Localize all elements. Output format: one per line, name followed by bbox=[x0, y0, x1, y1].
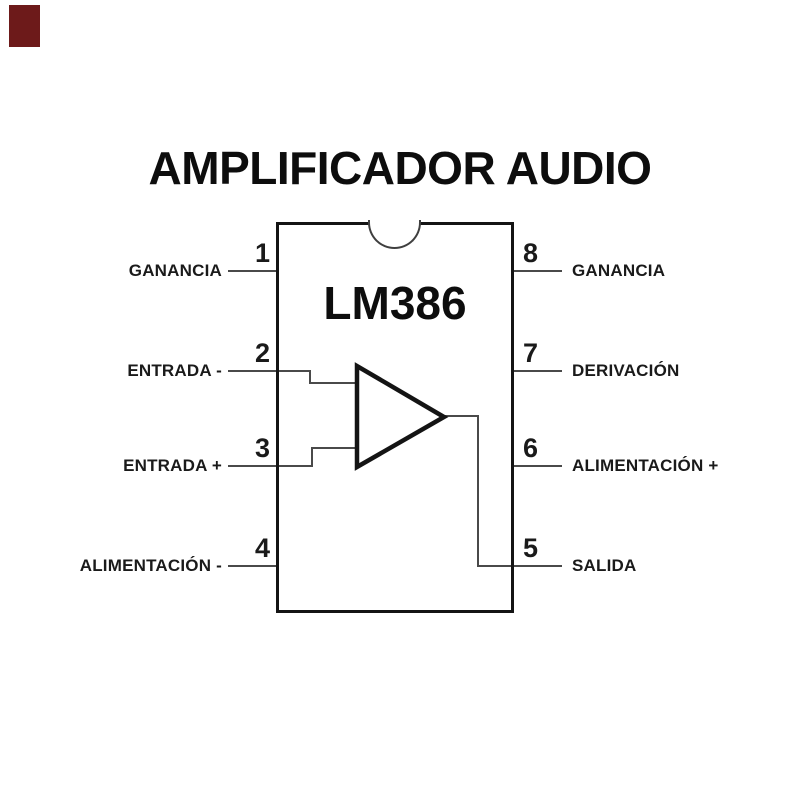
pin-line-4 bbox=[228, 565, 276, 567]
opamp-triangle-symbol bbox=[354, 362, 449, 471]
pin-line-6 bbox=[514, 465, 562, 467]
pin2-wire-step bbox=[309, 370, 311, 384]
pin3-wire-in bbox=[279, 465, 313, 467]
pin3-wire-to-opamp bbox=[311, 447, 358, 449]
pin-line-5 bbox=[514, 565, 562, 567]
pin-label-alimentacion-neg: ALIMENTACIÓN - bbox=[79, 556, 222, 575]
pin-label-ganancia-1: GANANCIA bbox=[128, 261, 222, 280]
chip-name: LM386 bbox=[323, 277, 467, 329]
pin-number-6: 6 bbox=[523, 433, 539, 463]
corner-red-square bbox=[9, 5, 40, 47]
pin-number-4: 4 bbox=[254, 533, 270, 563]
pin-line-7 bbox=[514, 370, 562, 372]
output-wire-to-pin5 bbox=[477, 565, 511, 567]
pin-number-2: 2 bbox=[254, 338, 270, 368]
pin-number-1: 1 bbox=[254, 238, 270, 268]
pin-label-entrada-neg: ENTRADA - bbox=[127, 361, 222, 380]
pin-line-2 bbox=[228, 370, 276, 372]
pin-line-8 bbox=[514, 270, 562, 272]
output-wire-horizontal bbox=[443, 415, 479, 417]
pin-number-8: 8 bbox=[523, 238, 539, 268]
output-wire-vertical bbox=[477, 415, 479, 567]
pin2-wire-in bbox=[279, 370, 311, 372]
pin-label-alimentacion-pos: ALIMENTACIÓN + bbox=[572, 456, 719, 475]
pin-label-entrada-pos: ENTRADA + bbox=[123, 456, 222, 475]
pin-line-3 bbox=[228, 465, 276, 467]
pin-label-salida: SALIDA bbox=[572, 556, 637, 575]
page-title: AMPLIFICADOR AUDIO bbox=[148, 142, 652, 194]
pin-label-ganancia-8: GANANCIA bbox=[572, 261, 666, 280]
pin3-wire-step bbox=[311, 447, 313, 467]
pin-number-5: 5 bbox=[523, 533, 539, 563]
pin-number-7: 7 bbox=[523, 338, 539, 368]
pin2-wire-to-opamp bbox=[309, 382, 358, 384]
pin-number-3: 3 bbox=[254, 433, 270, 463]
pin-line-1 bbox=[228, 270, 276, 272]
pin-label-derivacion: DERIVACIÓN bbox=[572, 361, 680, 380]
